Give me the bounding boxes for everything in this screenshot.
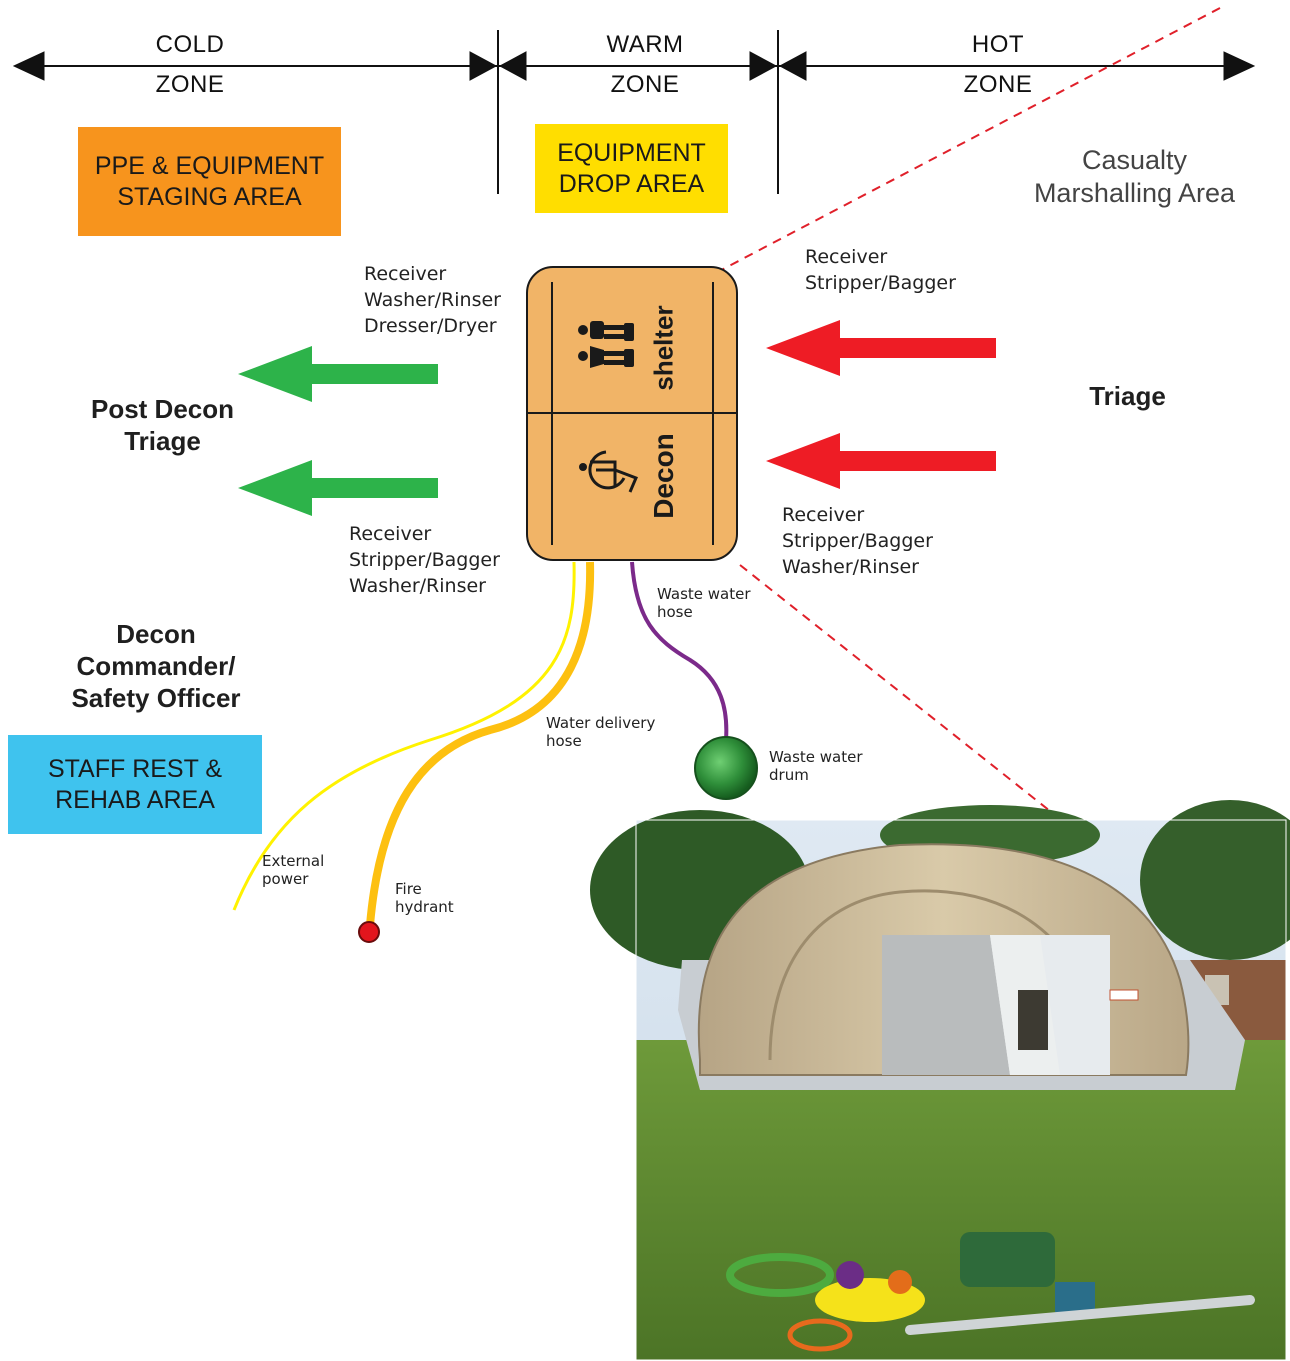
decon-text-wrapper: Decon bbox=[636, 420, 692, 532]
shelter-text: shelter bbox=[648, 305, 679, 391]
role-item: Receiver bbox=[364, 263, 447, 285]
waste-water-hose bbox=[630, 561, 729, 741]
staff-rest-text: STAFF REST bbox=[47, 754, 199, 783]
fire-hydrant-label: Fire hydrant bbox=[395, 880, 454, 916]
hot-zone-line1: HOT bbox=[971, 31, 1025, 58]
external-power-label: External power bbox=[262, 852, 324, 888]
role-item: Washer/Rinser bbox=[782, 556, 919, 578]
casualty-line2: Marshalling Area bbox=[1033, 178, 1236, 208]
ppe-equipment-text: EQUIPMENT bbox=[175, 151, 325, 180]
label-line: Waste water bbox=[769, 748, 863, 766]
ppe-staging-area-box: PPE & EQUIPMENT STAGING AREA bbox=[78, 127, 341, 236]
red-arrow-lower bbox=[766, 433, 996, 489]
decon-tent-photo bbox=[590, 800, 1290, 1361]
role-item: Dresser/Dryer bbox=[364, 315, 497, 337]
equipment-drop-area-box: EQUIPMENT DROP AREA bbox=[535, 124, 728, 213]
red-arrow-upper bbox=[766, 320, 996, 376]
cold-zone-line2: ZONE bbox=[155, 71, 225, 98]
cold-zone-label: COLD ZONE bbox=[115, 25, 265, 105]
cold-zone-line1: COLD bbox=[155, 31, 225, 58]
role-item: Receiver bbox=[805, 246, 888, 268]
wheelchair-icon bbox=[579, 450, 638, 493]
hot-zone-line2: ZONE bbox=[963, 71, 1033, 98]
casualty-line1: Casualty bbox=[1081, 145, 1188, 175]
ppe-staging-line1: PPE & EQUIPMENT bbox=[95, 151, 324, 182]
role-item: Stripper/Bagger bbox=[805, 272, 956, 294]
label-line: drum bbox=[769, 766, 809, 784]
role-item: Washer/Rinser bbox=[364, 289, 501, 311]
shelter-right-roles: Receiver Stripper/Bagger bbox=[805, 244, 956, 296]
arrowhead-right bbox=[1223, 51, 1256, 81]
ppe-ampersand: & bbox=[151, 151, 169, 180]
warm-zone-label: WARM ZONE bbox=[570, 25, 720, 105]
staff-rest-area-box: STAFF REST & REHAB AREA bbox=[8, 735, 262, 834]
role-item: Receiver bbox=[782, 504, 865, 526]
label-line: Water delivery bbox=[546, 714, 656, 732]
label-line: hose bbox=[546, 732, 582, 750]
people-icon bbox=[578, 321, 634, 368]
commander-line1: Decon bbox=[116, 619, 196, 649]
label-line: Fire bbox=[395, 880, 422, 898]
decon-left-roles: Receiver Stripper/Bagger Washer/Rinser bbox=[349, 521, 500, 599]
shelter-left-roles: Receiver Washer/Rinser Dresser/Dryer bbox=[364, 261, 501, 339]
staff-rest-line2: REHAB AREA bbox=[55, 785, 215, 814]
green-arrow-lower bbox=[238, 460, 438, 516]
dashed-line-hot-zone bbox=[709, 7, 1221, 277]
triage-label: Triage bbox=[1089, 381, 1166, 411]
ppe-staging-line2: STAGING AREA bbox=[117, 182, 302, 211]
commander-line3: Safety Officer bbox=[71, 683, 241, 713]
water-delivery-hose bbox=[366, 561, 595, 926]
dashed-line-photo bbox=[739, 564, 1056, 816]
waste-water-hose-label: Waste water hose bbox=[657, 585, 751, 621]
decon-text: Decon bbox=[648, 433, 679, 519]
post-decon-triage-label: Post Decon Triage bbox=[70, 393, 255, 457]
decon-tent-symbol bbox=[526, 266, 738, 561]
shelter-text-wrapper: shelter bbox=[636, 292, 692, 404]
fire-hydrant-marker bbox=[358, 921, 380, 943]
label-line: power bbox=[262, 870, 309, 888]
warm-zone-line1: WARM bbox=[606, 31, 684, 58]
drop-area-line1: EQUIPMENT bbox=[557, 138, 706, 167]
label-line: hose bbox=[657, 603, 693, 621]
external-power-cable bbox=[232, 561, 576, 911]
decon-right-roles: Receiver Stripper/Bagger Washer/Rinser bbox=[782, 502, 933, 580]
green-arrow-upper bbox=[238, 346, 438, 402]
casualty-marshalling-label: Casualty Marshalling Area bbox=[1012, 144, 1257, 210]
role-item: Receiver bbox=[349, 523, 432, 545]
commander-line2: Commander/ bbox=[76, 651, 236, 681]
arrowhead-left bbox=[12, 51, 45, 81]
role-item: Stripper/Bagger bbox=[782, 530, 933, 552]
ppe-text: PPE bbox=[94, 151, 145, 180]
role-item: Washer/Rinser bbox=[349, 575, 486, 597]
label-line: hydrant bbox=[395, 898, 454, 916]
label-line: External bbox=[262, 852, 325, 870]
hot-zone-label: HOT ZONE bbox=[923, 25, 1073, 105]
staff-rest-line1: STAFF REST & bbox=[48, 754, 222, 785]
waste-water-drum-label: Waste water drum bbox=[769, 748, 863, 784]
label-line: Waste water bbox=[657, 585, 751, 603]
water-delivery-hose-label: Water delivery hose bbox=[546, 714, 655, 750]
warm-zone-line2: ZONE bbox=[610, 71, 680, 98]
post-decon-line1: Post Decon bbox=[90, 394, 235, 424]
staff-rest-ampersand: & bbox=[205, 754, 223, 783]
decon-commander-label: Decon Commander/ Safety Officer bbox=[40, 618, 272, 714]
post-decon-line2: Triage bbox=[124, 426, 201, 456]
drop-area-line2: DROP AREA bbox=[558, 169, 705, 198]
role-item: Stripper/Bagger bbox=[349, 549, 500, 571]
waste-water-drum bbox=[694, 736, 758, 800]
zone-timeline bbox=[12, 30, 1256, 194]
